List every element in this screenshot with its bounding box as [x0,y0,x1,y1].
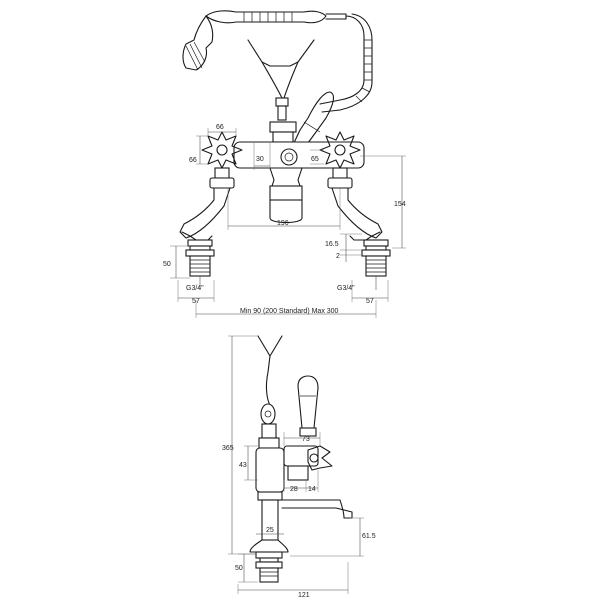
dim-overall-depth: 121 [298,592,310,599]
dim-side-tail-height: 50 [235,565,243,572]
dim-leg-gap: 2 [336,253,340,260]
dim-tail-height: 50 [163,261,171,268]
dim-handle-height-right: 65 [311,156,319,163]
thread-left: G3/4" [186,285,204,292]
left-leg [179,187,231,277]
right-leg [331,187,391,277]
side-cradle [257,335,283,449]
dim-centre-distance: 196 [277,220,289,227]
dim-body-width: 30 [256,156,264,163]
handset-cradle [247,39,315,121]
side-dimensions: 365 73 43 28 14 61.5 25 50 [222,335,376,599]
dim-tail-width-right: 57 [366,298,374,305]
dim-lever-projection: 73 [302,436,310,443]
dim-leg-offset: 16.5 [325,241,339,248]
shower-handset [182,10,373,113]
side-view: 365 73 43 28 14 61.5 25 50 [222,335,376,599]
right-cross-handle [319,131,361,189]
dim-column-width: 25 [266,527,274,534]
side-base [249,539,289,583]
thread-right: G3/4" [337,285,355,292]
dim-overall-height: 365 [222,445,234,452]
dim-total-height: 154 [394,201,406,208]
front-view: 66 66 30 65 154 196 16.5 2 [163,10,406,318]
dim-handle-height-left: 66 [189,157,197,164]
front-dimensions: 66 66 30 65 154 196 16.5 2 [163,124,406,318]
diverter-lever [285,91,335,163]
side-lever [297,375,319,437]
dim-inlet-offset-a: 28 [290,486,298,493]
side-body [255,445,353,541]
dim-body-height: 43 [239,462,247,469]
left-cross-handle [201,131,243,189]
dim-inlet-offset-b: 14 [308,486,316,493]
dim-handle-width-left: 66 [216,124,224,131]
dim-spout-height: 61.5 [362,533,376,540]
dim-centre-range: Min 90 (200 Standard) Max 300 [240,308,339,315]
central-body [233,121,365,224]
